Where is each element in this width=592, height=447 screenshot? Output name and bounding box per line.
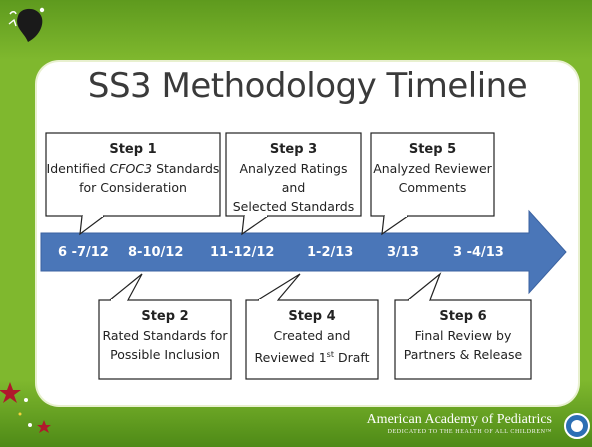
step-2-text: Step 2 Rated Standards for Possible Incl…	[99, 307, 231, 364]
step-line: Created and	[273, 328, 351, 343]
date-label: 3/13	[387, 245, 419, 260]
callout-step-1	[45, 132, 221, 236]
step-line: Identified CFOC3 Standards	[46, 161, 220, 176]
step-6-text: Step 6 Final Review by Partners & Releas…	[395, 307, 531, 364]
timeline-arrow	[40, 209, 567, 295]
step-4-text: Step 4 Created and Reviewed 1st Draft	[246, 307, 378, 367]
footer-branding: American Academy of Pediatrics DEDICATED…	[367, 412, 552, 435]
callout-step-4	[245, 273, 379, 380]
step-line: Comments	[398, 180, 467, 195]
date-label: 1-2/13	[307, 245, 354, 260]
step-line: Rated Standards for	[102, 328, 228, 343]
step-label: Step 2	[141, 309, 189, 324]
header-band	[0, 0, 592, 60]
step-label: Step 4	[288, 309, 336, 324]
step-line: Partners & Release	[403, 347, 523, 362]
date-label: 6 -7/12	[58, 245, 109, 260]
logo-icon	[8, 7, 45, 42]
aap-seal-icon	[564, 413, 590, 439]
org-name: American Academy of Pediatrics	[366, 412, 552, 427]
callout-step-2	[98, 273, 232, 380]
date-label: 11-12/12	[210, 245, 275, 260]
step-line: Reviewed 1st Draft	[254, 350, 370, 366]
callout-step-6	[394, 272, 532, 380]
step-line: Selected Standards	[232, 199, 355, 214]
step-3-text: Step 3 Analyzed Ratings and Selected Sta…	[226, 140, 361, 216]
date-label: 8-10/12	[128, 245, 184, 260]
date-label: 3 -4/13	[453, 245, 504, 260]
step-5-text: Step 5 Analyzed Reviewer Comments	[371, 140, 494, 197]
step-label: Step 1	[109, 142, 157, 157]
step-line: Analyzed Reviewer	[373, 161, 492, 176]
step-line: Possible Inclusion	[110, 347, 220, 362]
org-tagline: DEDICATED TO THE HEALTH OF ALL CHILDREN™	[387, 429, 552, 435]
star-icon	[0, 382, 51, 433]
callout-step-3	[225, 132, 362, 236]
slide-title: SS3 Methodology Timeline	[87, 66, 528, 106]
step-label: Step 3	[269, 142, 318, 157]
step-1-text: Step 1 Identified CFOC3 Standards for Co…	[46, 140, 220, 197]
callout-step-5	[370, 132, 495, 236]
step-line: Final Review by	[414, 328, 512, 343]
step-line: Analyzed Ratings and	[239, 161, 348, 195]
step-label: Step 5	[408, 142, 457, 157]
step-line: for Consideration	[79, 180, 187, 195]
step-label: Step 6	[439, 309, 487, 324]
